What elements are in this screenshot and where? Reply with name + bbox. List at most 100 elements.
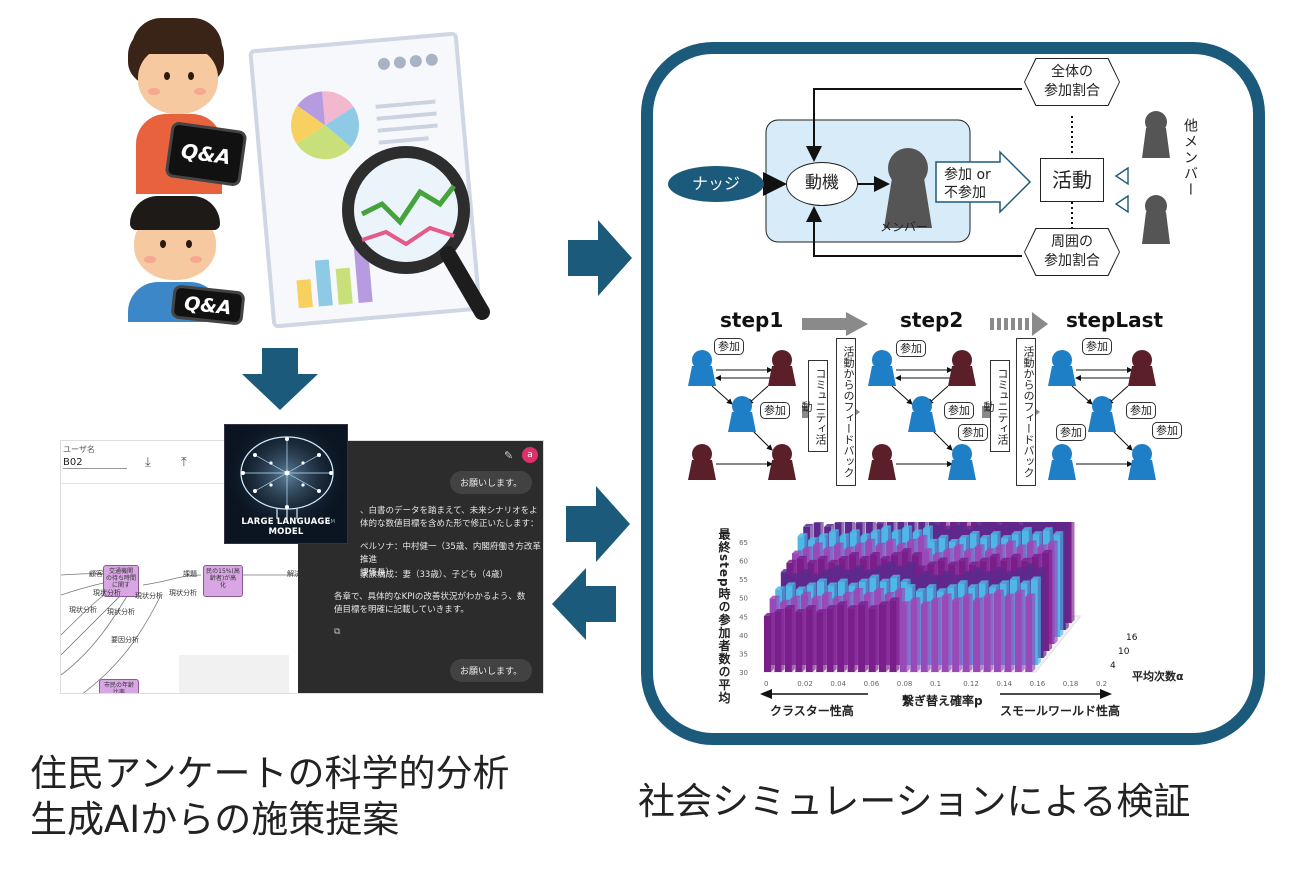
download-icon[interactable]: ⤓ — [145, 455, 151, 470]
bar — [973, 597, 984, 672]
z-tick-label: 4 — [1110, 661, 1116, 671]
graph-node[interactable]: 民の15%(高 齢者)が高 化 — [203, 565, 243, 597]
y-tick-label: 45 — [739, 613, 748, 621]
feedback-box: 活動からのフィードバック — [836, 338, 856, 486]
x-tick-label: 0.02 — [797, 680, 813, 688]
llm-small-label: LLM — [325, 519, 335, 525]
join-tag: 参加 — [1126, 402, 1156, 419]
chart-ylabel: 最終step時の参加者数の平均 — [717, 528, 731, 705]
chat-bubble-user: お願いします。 — [450, 471, 533, 494]
model-diagram-lines — [763, 88, 1170, 257]
bar — [878, 601, 889, 672]
bar — [816, 609, 827, 672]
edge-label: 要因分析 — [111, 636, 139, 644]
person-woman: Q&A — [128, 14, 248, 194]
y-tick-label: 30 — [739, 669, 748, 677]
activity-node: 活動 — [1040, 158, 1104, 202]
bar — [910, 597, 921, 672]
edge-label: 現状分析 — [69, 606, 97, 614]
y-tick-label: 65 — [739, 539, 748, 547]
bar — [941, 593, 952, 672]
join-tag: 参加 — [760, 402, 790, 419]
bar — [858, 601, 869, 672]
agent-network — [688, 350, 1156, 480]
join-tag: 参加 — [1152, 422, 1182, 439]
join-tag: 参加 — [896, 340, 926, 357]
bar — [1004, 593, 1015, 672]
y-tick-label: 55 — [739, 576, 748, 584]
step2-title: step2 — [900, 308, 964, 332]
y-tick-label: 60 — [739, 558, 748, 566]
motivation-node: 動機 — [786, 162, 858, 206]
bar — [784, 605, 795, 672]
chat-bubble-user: お願いします。 — [450, 659, 533, 682]
arrow-right-icon — [568, 220, 632, 296]
chart-xlabel: 繋ぎ替え確率p — [902, 694, 983, 708]
x-tick-label: 0.04 — [830, 680, 846, 688]
community-activity-box: コミュニティ活動 — [800, 360, 828, 452]
bar — [847, 605, 858, 672]
bar — [795, 609, 806, 672]
chat-message-line: 各章で、具体的なKPIの改善状況がわかるよう、数 値目標を明確に記載していきます… — [334, 592, 526, 615]
y-tick-label: 50 — [739, 595, 748, 603]
edge-label: 課題 — [183, 570, 197, 578]
bar — [962, 593, 973, 672]
caption-right: 社会シミュレーションによる検証 — [638, 780, 1191, 823]
cluster-arrow — [760, 689, 868, 699]
bar — [920, 601, 931, 672]
magnifier-icon — [336, 140, 496, 322]
arrow-right-icon — [566, 486, 630, 562]
qa-tablet: Q&A — [164, 120, 248, 188]
bar — [1014, 589, 1025, 672]
edge-label: 顧客 — [89, 570, 103, 578]
edge-label: 現状分析 — [169, 589, 197, 597]
join-tag: 参加 — [1056, 424, 1086, 441]
smallworld-arrow — [1000, 689, 1112, 699]
x-tick-label: 0.16 — [1030, 680, 1046, 688]
bar — [1025, 593, 1036, 672]
chat-message-line: 家族構成：妻（33歳）、子ども（4歳） — [360, 570, 508, 580]
x-tick-label: 0.06 — [864, 680, 880, 688]
user-label: ユーザ名 — [63, 445, 95, 454]
y-tick-label: 40 — [739, 632, 748, 640]
x-tick-label: 0.18 — [1063, 680, 1079, 688]
chart-zlabel: 平均次数α — [1132, 670, 1184, 683]
decision-label: 参加 or 不参加 — [944, 167, 991, 201]
others-label: 他メンバー — [1182, 118, 1198, 198]
llm-brain-image: LLM LARGE LANGUAGE MODEL — [224, 424, 348, 544]
bar — [931, 597, 942, 672]
x-tick-label: 0.12 — [963, 680, 979, 688]
bar — [993, 589, 1004, 672]
edge-label: 現状分析 — [135, 592, 163, 600]
z-tick-label: 16 — [1126, 633, 1138, 643]
caption-left-line1: 住民アンケートの科学的分析 — [30, 752, 510, 795]
avatar[interactable]: a — [522, 447, 538, 463]
person-man: Q&A — [126, 196, 246, 326]
arrow-down-icon — [242, 348, 318, 410]
graph-edges — [61, 573, 298, 693]
bar — [899, 601, 910, 672]
edit-icon[interactable]: ✎ — [504, 449, 514, 462]
community-activity-box: コミュニティ活動 — [982, 360, 1010, 452]
steplast-title: stepLast — [1066, 308, 1164, 332]
chat-message-line: 、白書のデータを踏まえて、未来シナリオをよ 体的な数値目標を含めた形で修正いたし… — [360, 506, 539, 529]
chat-message-line: ペルソナ：中村健一（35歳、内閣府働き方改革推進 課係長） — [360, 542, 541, 578]
feedback-box: 活動からのフィードバック — [1016, 338, 1036, 486]
z-tick-label: 10 — [1118, 647, 1130, 657]
upload-icon[interactable]: ⤒ — [181, 455, 187, 470]
llm-caption: LARGE LANGUAGE MODEL — [241, 517, 331, 537]
bar — [774, 609, 785, 672]
x-tick-label: 0.08 — [897, 680, 913, 688]
join-tag: 参加 — [714, 338, 744, 355]
join-tag: 参加 — [944, 402, 974, 419]
bar — [837, 601, 848, 672]
graph-node[interactable]: 交通機関 の待ち時間 に関す — [103, 565, 139, 597]
bar — [889, 597, 900, 672]
member-label: メンバー — [880, 220, 929, 234]
copy-icon[interactable]: ⧉ — [334, 627, 341, 637]
edge-label: 解決 — [287, 570, 301, 578]
bar — [764, 613, 774, 672]
graph-node[interactable]: 市民の年齢 比率 — [99, 679, 139, 693]
user-field[interactable]: B02 — [63, 457, 127, 469]
